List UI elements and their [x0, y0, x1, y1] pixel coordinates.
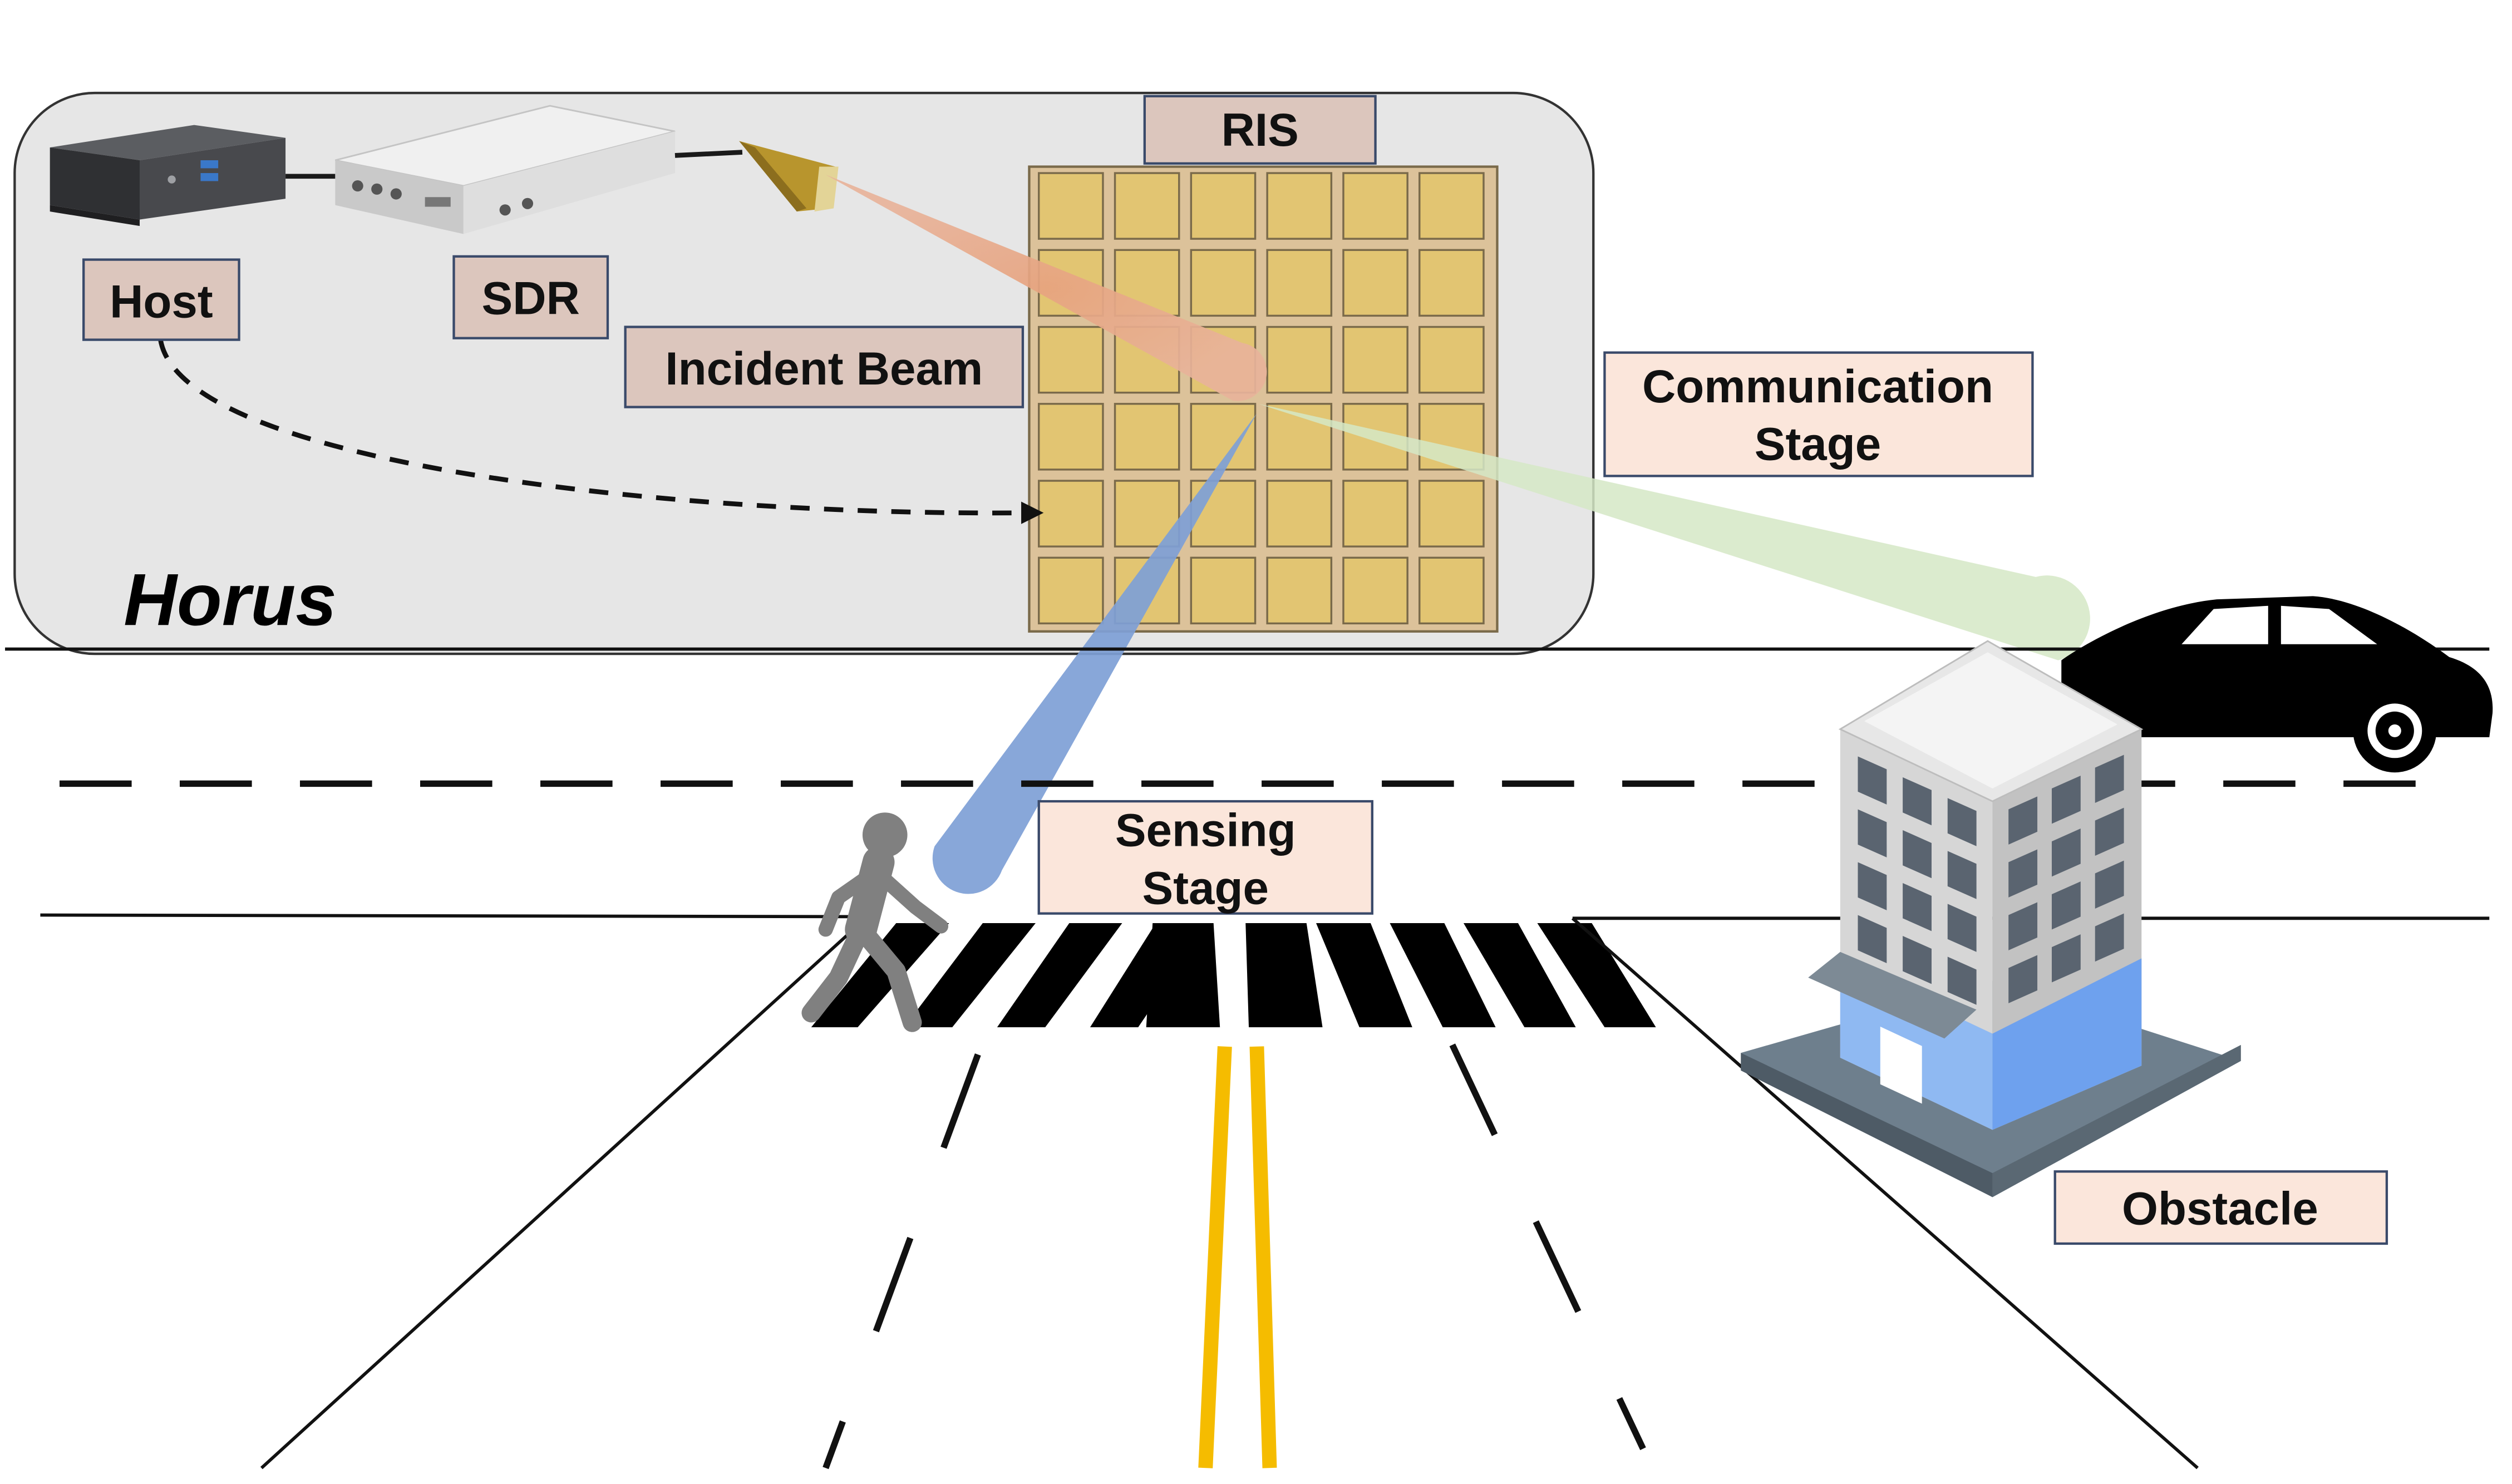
- obstacle-label: Obstacle: [2053, 1170, 2388, 1245]
- ris-element: [1418, 326, 1485, 394]
- ris-element: [1418, 249, 1485, 317]
- ris-element: [1342, 480, 1408, 548]
- horus-title: Horus: [124, 559, 337, 641]
- sdr-device-icon: [335, 105, 676, 234]
- building-window: [2051, 934, 2081, 983]
- building-window: [1947, 851, 1977, 899]
- svg-text:Stage: Stage: [1755, 418, 1881, 470]
- ris-element: [1266, 249, 1333, 317]
- svg-text:Host: Host: [110, 275, 213, 327]
- ris-element: [1038, 480, 1104, 548]
- ris-element: [1342, 556, 1408, 625]
- incident-beam: [825, 174, 1267, 401]
- ris-element: [1266, 326, 1333, 394]
- building-window: [1858, 862, 1887, 910]
- building-window: [1947, 904, 1977, 952]
- center-line-right: [1249, 1046, 1277, 1468]
- ris-element: [1418, 480, 1485, 548]
- control-link-arrowhead: [1021, 501, 1044, 524]
- building-window: [2095, 755, 2124, 803]
- ris-element: [1342, 249, 1408, 317]
- ris-element: [1038, 326, 1104, 394]
- building-window: [2051, 881, 2081, 930]
- building-window: [1903, 830, 1932, 879]
- pedestrian-icon: [801, 812, 949, 1032]
- ris-element: [1266, 172, 1333, 240]
- ris-element: [1418, 556, 1485, 625]
- sensing-stage-label: Sensing Stage: [1037, 800, 1373, 915]
- ris-element: [1038, 172, 1104, 240]
- ris-element: [1190, 556, 1257, 625]
- building-window: [2095, 913, 2124, 962]
- ris-label: RIS: [1143, 95, 1377, 165]
- ris-element: [1342, 326, 1408, 394]
- sdr-antenna-cable: [674, 150, 743, 158]
- road-side-left: [260, 917, 867, 1470]
- ris-element: [1342, 172, 1408, 240]
- ris-panel: [1028, 165, 1499, 633]
- building-window: [2095, 807, 2124, 856]
- host-label: Host: [82, 258, 240, 341]
- building-window: [2008, 955, 2038, 1003]
- building-window: [2095, 860, 2124, 909]
- building-windows: [1858, 755, 2124, 1005]
- building-window: [2051, 829, 2081, 877]
- building-window: [2008, 796, 2038, 845]
- ris-element: [1190, 403, 1257, 471]
- ris-element: [1266, 556, 1333, 625]
- svg-text:Obstacle: Obstacle: [2122, 1182, 2318, 1234]
- lane-dash-left: [822, 1053, 981, 1470]
- svg-text:SDR: SDR: [482, 272, 580, 324]
- ris-element: [1114, 403, 1180, 471]
- svg-text:Communication: Communication: [1642, 360, 1993, 412]
- building-window: [1903, 882, 1932, 931]
- host-pc-icon: [50, 125, 286, 226]
- ris-element: [1190, 172, 1257, 240]
- building-window: [1947, 798, 1977, 846]
- lane-dash-right: [1449, 1043, 1646, 1451]
- building-window: [1858, 809, 1887, 857]
- sensing-beam: [932, 413, 1257, 894]
- sdr-label: SDR: [452, 255, 609, 339]
- road-side-right: [1571, 917, 2199, 1470]
- svg-text:Incident Beam: Incident Beam: [665, 342, 983, 395]
- building-window: [1858, 756, 1887, 805]
- svg-text:Stage: Stage: [1142, 861, 1269, 914]
- road-near-edge-left: [40, 913, 863, 919]
- ris-element: [1038, 556, 1104, 625]
- host-ris-control-link: [158, 339, 1024, 516]
- building-icon: [1741, 640, 2241, 1197]
- building-window: [1947, 957, 1977, 1005]
- svg-text:Sensing: Sensing: [1115, 804, 1296, 856]
- svg-text:RIS: RIS: [1221, 103, 1299, 156]
- ris-element: [1038, 403, 1104, 471]
- ris-element: [1114, 172, 1180, 240]
- ris-element: [1266, 480, 1333, 548]
- ris-element: [1114, 480, 1180, 548]
- communication-beam: [1258, 403, 2090, 660]
- crosswalk: [811, 923, 1656, 1028]
- incident-beam-label: Incident Beam: [624, 326, 1024, 408]
- car-icon: [2061, 596, 2493, 773]
- center-line-left: [1198, 1046, 1232, 1468]
- building-window: [2051, 775, 2081, 824]
- ris-element: [1190, 249, 1257, 317]
- building-window: [1903, 777, 1932, 826]
- building-window: [1903, 935, 1932, 984]
- communication-stage-label: Communication Stage: [1603, 351, 2034, 477]
- building-window: [2008, 902, 2038, 950]
- building-window: [1858, 915, 1887, 963]
- ris-element: [1418, 172, 1485, 240]
- building-window: [2008, 849, 2038, 898]
